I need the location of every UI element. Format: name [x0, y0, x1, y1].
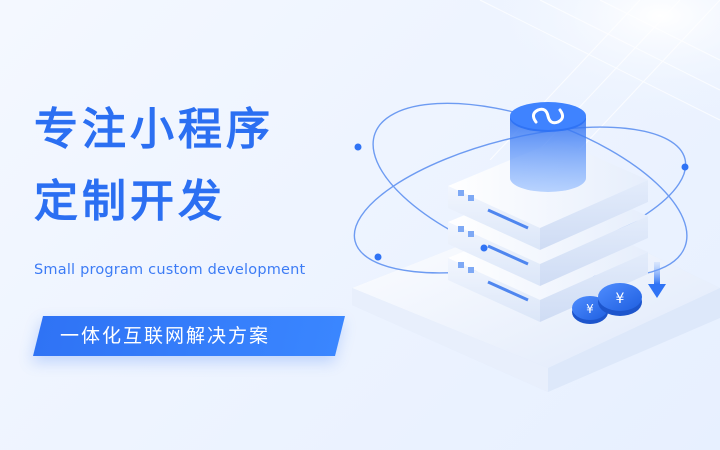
down-arrow-icon [648, 262, 666, 298]
headline-line-2: 定制开发 [34, 176, 226, 227]
orbit-dot [354, 143, 362, 151]
orbit-dot [681, 163, 689, 171]
svg-text:¥: ¥ [616, 291, 625, 307]
headline-line-1: 专注小程序 [34, 104, 274, 155]
server-stack-icon [448, 140, 648, 322]
yuan-coin-icon: ¥ ¥ [572, 283, 642, 324]
orbit-dot [374, 253, 382, 261]
tagline-banner-text: 一体化互联网解决方案 [60, 325, 271, 347]
mini-program-logo-icon [510, 102, 586, 192]
orbit-dot [480, 244, 488, 252]
subtitle: Small program custom development [34, 262, 306, 278]
svg-text:¥: ¥ [586, 302, 594, 316]
